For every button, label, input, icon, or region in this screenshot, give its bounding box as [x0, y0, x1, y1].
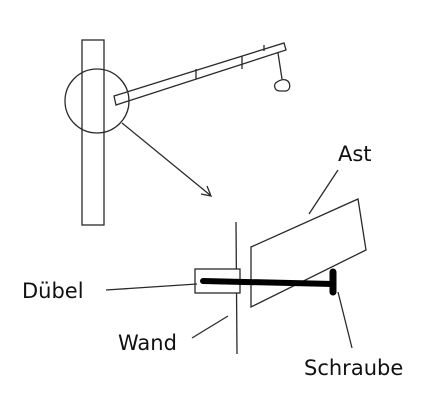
label-wall: Wand [118, 331, 177, 355]
label-dowel: Dübel [22, 279, 84, 303]
overview-cord [277, 52, 283, 80]
callout-arrow-head [200, 185, 213, 197]
screw-shaft [200, 278, 336, 287]
overview-branch [113, 42, 287, 106]
label-branch: Ast [338, 142, 372, 166]
overview-sketch [64, 39, 291, 226]
screw-leader [337, 291, 353, 349]
detail-sketch: Ast Dübel Wand Schraube [22, 142, 403, 380]
detail-callout-circle [64, 68, 130, 134]
callout-arrow-line [121, 122, 211, 196]
label-screw: Schraube [304, 356, 403, 380]
branch-shape [250, 198, 367, 309]
dowel-leader [105, 283, 198, 291]
branch-leader [308, 169, 339, 215]
overview-ornament [273, 78, 291, 92]
wall-leader [191, 315, 229, 339]
